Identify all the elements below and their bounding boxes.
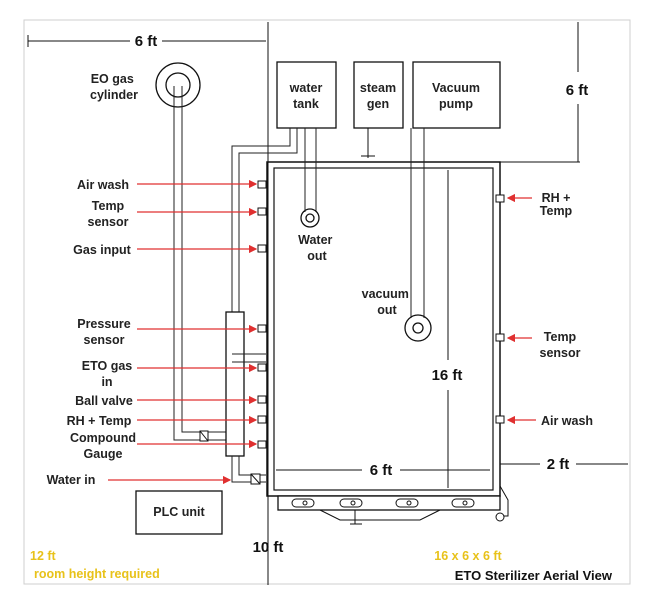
eo-gas-cylinder-text: EO gas xyxy=(91,72,134,86)
vacuum-out-port-icon xyxy=(404,314,432,342)
air-wash-label: Air wash xyxy=(77,178,129,192)
plc-unit-label: PLC unit xyxy=(153,505,205,519)
water-tank-pipe xyxy=(231,128,291,456)
room-height-note: 12 ft room height required xyxy=(30,549,160,581)
eo-gas-cylinder-icon xyxy=(155,62,228,442)
gas-input-label: Gas input xyxy=(73,243,131,257)
right-rh-temp-label: RH +Temp xyxy=(540,191,573,218)
water-tank-box xyxy=(276,61,337,129)
water-out-label: Water out xyxy=(298,233,336,263)
chamber-height-label: 16 ft xyxy=(432,367,463,384)
right-arrows xyxy=(506,193,536,425)
top-width-dimension: 6 ft xyxy=(27,33,266,50)
gas-manifold xyxy=(225,311,245,457)
diagram-frame xyxy=(23,19,631,585)
water-in-label: Water in xyxy=(47,473,96,487)
chamber-width-dimension: 6 ft xyxy=(276,462,490,479)
side-gap-dimension: 2 ft xyxy=(500,456,628,473)
right-air-wash-label: Air wash xyxy=(541,414,593,428)
left-ports xyxy=(257,180,267,449)
chamber-height-dimension: 16 ft xyxy=(432,170,463,488)
eo-gas-cylinder-label: EO gas cylinder xyxy=(90,72,138,102)
top-width-label: 6 ft xyxy=(135,33,158,50)
door-rail-assembly xyxy=(277,485,509,525)
chamber-width-label: 6 ft xyxy=(370,462,393,479)
right-ports xyxy=(495,194,505,424)
rh-temp-label: RH + Temp xyxy=(67,414,132,428)
vacuum-pump-box xyxy=(412,61,501,129)
vacuum-out-text: vacuum xyxy=(362,287,409,301)
view-title: ETO Sterilizer Aerial View xyxy=(455,568,613,583)
side-gap-label: 2 ft xyxy=(547,456,570,473)
chamber-outer xyxy=(266,161,501,497)
ball-valve-label: Ball valve xyxy=(75,394,133,408)
plc-unit-box xyxy=(135,490,223,535)
room-height-note-text: 12 ft xyxy=(30,549,57,563)
left-arrows xyxy=(108,179,258,485)
top-right-dimension: 6 ft xyxy=(500,22,589,163)
bottom-length-label: 10 ft xyxy=(253,539,284,556)
size-note: 16 x 6 x 6 ft xyxy=(434,549,502,563)
vacuum-out-label: vacuum out xyxy=(362,287,413,317)
steam-gen-box xyxy=(353,61,404,129)
water-out-port-icon xyxy=(300,208,320,228)
top-right-height-label: 6 ft xyxy=(566,82,589,99)
chamber-inner xyxy=(273,167,494,491)
water-out-text: Water xyxy=(298,233,332,247)
